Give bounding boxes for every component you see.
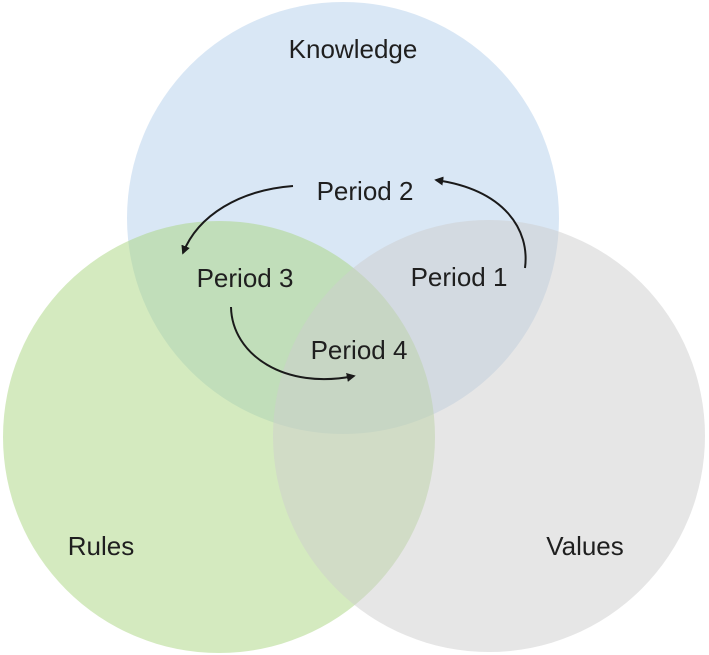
values-circle <box>273 220 705 652</box>
period-2-label: Period 2 <box>317 176 414 206</box>
arrow-period-3-to-period-4 <box>230 306 356 382</box>
arrow-period-2-to-period-3 <box>181 185 294 255</box>
period-3-label: Period 3 <box>197 263 294 293</box>
arrow-period-1-to-period-2 <box>434 176 527 269</box>
period-1-label: Period 1 <box>411 262 508 292</box>
period-4-label: Period 4 <box>311 335 408 365</box>
values-label: Values <box>546 531 624 561</box>
rules-label: Rules <box>68 531 134 561</box>
knowledge-label: Knowledge <box>289 34 418 64</box>
